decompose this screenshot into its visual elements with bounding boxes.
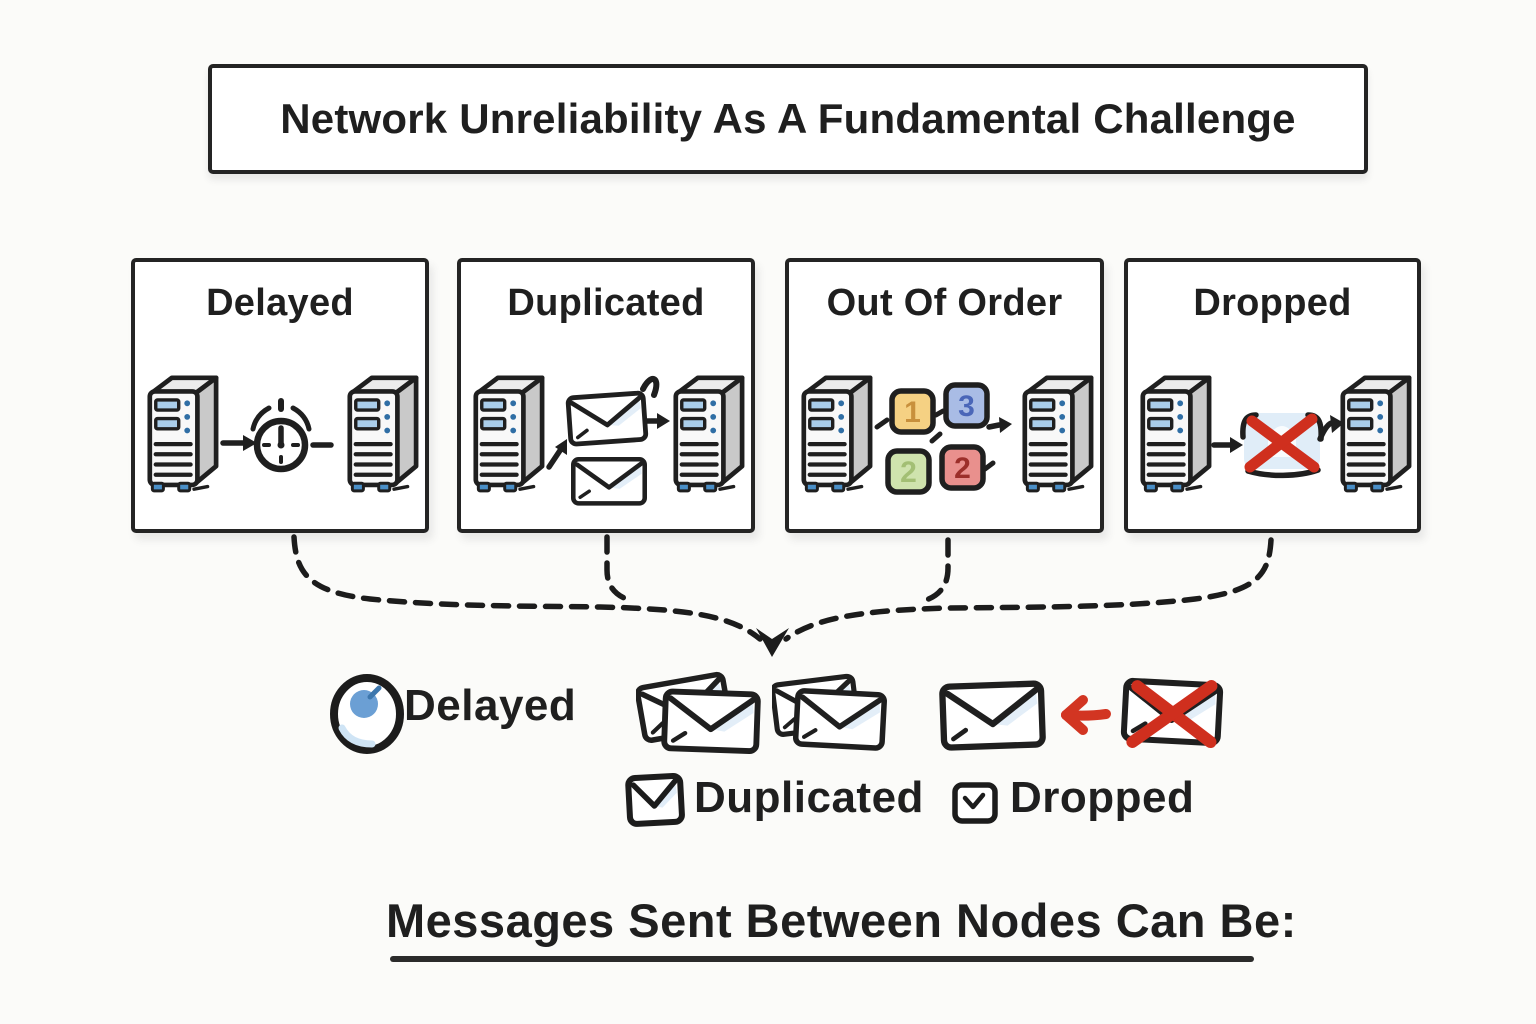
legend-dropped-label: Dropped (1010, 773, 1195, 822)
caption-underline (390, 956, 1254, 962)
duplicated-illustration (461, 365, 751, 515)
packet-1: 1 (889, 388, 936, 435)
legend-delayed-label: Delayed (404, 681, 577, 730)
out-of-order-illustration: 1 3 2 2 (789, 365, 1100, 495)
packet-2-red: 2 (939, 444, 986, 491)
packet-number: 3 (958, 390, 975, 423)
envelope-icon (942, 683, 1043, 747)
red-x-icon (1244, 413, 1320, 473)
packet-number: 2 (900, 456, 917, 489)
envelope-icon (568, 393, 646, 445)
packet-number: 2 (954, 452, 971, 485)
panel-dropped: Dropped (1124, 258, 1421, 533)
caption-block: Messages Sent Between Nodes Can Be: (386, 893, 1296, 948)
dash-connector (929, 431, 943, 444)
dashed-curve-dropped (783, 537, 1274, 642)
arrow-right-icon (220, 435, 257, 451)
arrow-right-icon (1211, 437, 1243, 453)
dash-connector (982, 460, 996, 472)
arrow-up-right-icon (1317, 415, 1344, 442)
swoosh-stroke (640, 376, 660, 398)
dash-connector (933, 408, 946, 418)
dash-connector (874, 417, 890, 430)
panel-out-of-order: Out Of Order 1 3 2 2 (785, 258, 1104, 533)
server-icon (150, 378, 216, 491)
server-icon (1143, 378, 1209, 491)
arrow-right-icon (986, 417, 1012, 433)
server-icon (350, 378, 416, 491)
server-icon (804, 378, 870, 491)
title-box: Network Unreliability As A Fundamental C… (208, 64, 1368, 174)
arrow-up-right-icon (546, 439, 567, 470)
server-icon (476, 378, 542, 491)
delayed-illustration (135, 365, 425, 515)
red-left-arrow-icon (1061, 695, 1111, 735)
dashed-curve-duplicated (604, 534, 635, 604)
panel-out-of-order-label: Out Of Order (826, 282, 1063, 324)
duplicated-envelopes-icon (636, 662, 788, 766)
server-icon (676, 378, 742, 491)
crossed-envelope-icon (1123, 681, 1220, 749)
dropped-illustration (1128, 365, 1418, 515)
small-envelope-icon (625, 772, 685, 827)
dropped-message-icon (936, 674, 1236, 770)
clock-icon (250, 398, 312, 473)
page-title: Network Unreliability As A Fundamental C… (280, 95, 1296, 142)
server-icon (1343, 378, 1409, 491)
server-icon (1025, 378, 1091, 491)
panel-duplicated-label: Duplicated (507, 282, 705, 324)
arrowhead-down-icon (756, 628, 789, 657)
duplicated-envelopes-icon (772, 666, 914, 768)
packet-number: 1 (904, 396, 921, 429)
legend-duplicated-label: Duplicated (694, 773, 924, 822)
dashed-curve-out-of-order (920, 537, 951, 604)
panel-duplicated: Duplicated (457, 258, 755, 533)
panel-dropped-label: Dropped (1193, 282, 1352, 324)
panel-delayed-label: Delayed (206, 282, 354, 324)
small-envelope-icon (952, 782, 998, 824)
caption-text: Messages Sent Between Nodes Can Be: (386, 894, 1297, 947)
delayed-clock-icon (330, 674, 404, 754)
dashed-curve-delayed (291, 534, 763, 642)
arrow-right-icon (644, 413, 670, 429)
packet-2-green: 2 (885, 448, 932, 495)
panel-delayed: Delayed (131, 258, 429, 533)
packet-3: 3 (943, 382, 990, 429)
envelope-icon (573, 459, 644, 503)
